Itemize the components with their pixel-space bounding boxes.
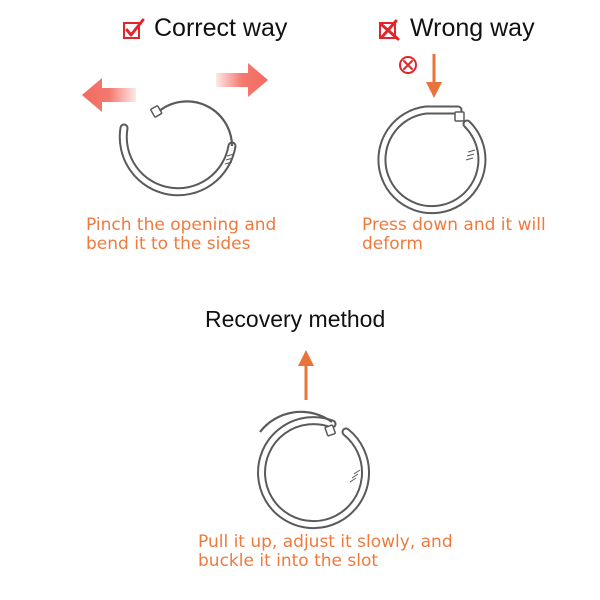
checkbox-cross-icon — [379, 19, 400, 40]
correct-way-heading: Correct way — [122, 14, 287, 43]
correct-way-illustration — [82, 63, 268, 197]
arrow-up-icon — [298, 350, 314, 400]
correct-way-caption: Pinch the opening and bend it to the sid… — [86, 216, 276, 254]
checkbox-check-icon — [123, 18, 145, 39]
recovery-method-title: Recovery method — [205, 306, 386, 332]
arrow-down-icon — [426, 54, 442, 98]
wrong-way-heading: Wrong way — [378, 14, 535, 43]
arrow-right-icon — [216, 63, 268, 97]
hoop-earring-open — [118, 100, 237, 197]
wrong-way-illustration — [377, 54, 487, 215]
hoop-earring-deformed — [377, 105, 487, 215]
wrong-way-label: Wrong way — [410, 14, 535, 42]
caption-line: bend it to the sides — [86, 234, 251, 254]
recovery-illustration — [257, 350, 370, 530]
caption-line: Pull it up, adjust it slowly, and — [198, 532, 453, 552]
caption-line: buckle it into the slot — [198, 551, 379, 571]
arrow-left-icon — [82, 78, 136, 112]
caption-line: deform — [362, 234, 423, 254]
hoop-earring-closed — [257, 410, 370, 530]
recovery-caption: Pull it up, adjust it slowly, and buckle… — [198, 533, 453, 571]
caption-line: Pinch the opening and — [86, 215, 277, 235]
circle-x-icon — [399, 56, 417, 74]
correct-way-label: Correct way — [154, 14, 288, 42]
wrong-way-caption: Press down and it will deform — [362, 216, 546, 254]
caption-line: Press down and it will — [362, 215, 546, 235]
